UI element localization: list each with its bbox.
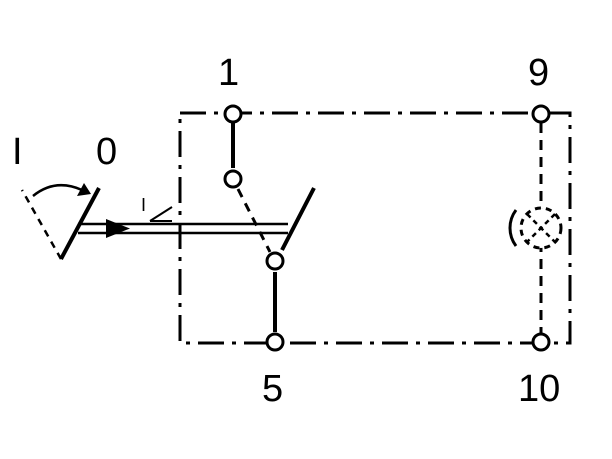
contact-linkage-dashed xyxy=(236,188,272,253)
terminal-10-label: 10 xyxy=(518,368,560,410)
motion-arrow-icon xyxy=(77,183,91,196)
switch-blade xyxy=(280,187,316,251)
terminal-10-node xyxy=(531,332,551,352)
contact-lower-node xyxy=(265,251,285,271)
terminal-9-label: 9 xyxy=(528,52,549,94)
terminal-5-node xyxy=(265,332,285,352)
lamp-icon xyxy=(508,206,563,250)
detent-label: I xyxy=(141,195,146,215)
terminal-5-label: 5 xyxy=(262,368,283,410)
detent-icon xyxy=(149,206,173,222)
switch-housing xyxy=(178,111,572,345)
contact-upper-node xyxy=(223,169,243,189)
motion-arc xyxy=(32,183,83,197)
terminal-1-node xyxy=(223,104,243,124)
rocker-lever-alternate xyxy=(20,189,63,260)
terminal-9-node xyxy=(531,104,551,124)
position-off-label: 0 xyxy=(96,131,117,173)
actuator-arrow-icon xyxy=(106,219,130,238)
position-on-label: I xyxy=(12,131,23,173)
terminal-1-label: 1 xyxy=(218,52,239,94)
rocker-lever xyxy=(59,187,101,260)
